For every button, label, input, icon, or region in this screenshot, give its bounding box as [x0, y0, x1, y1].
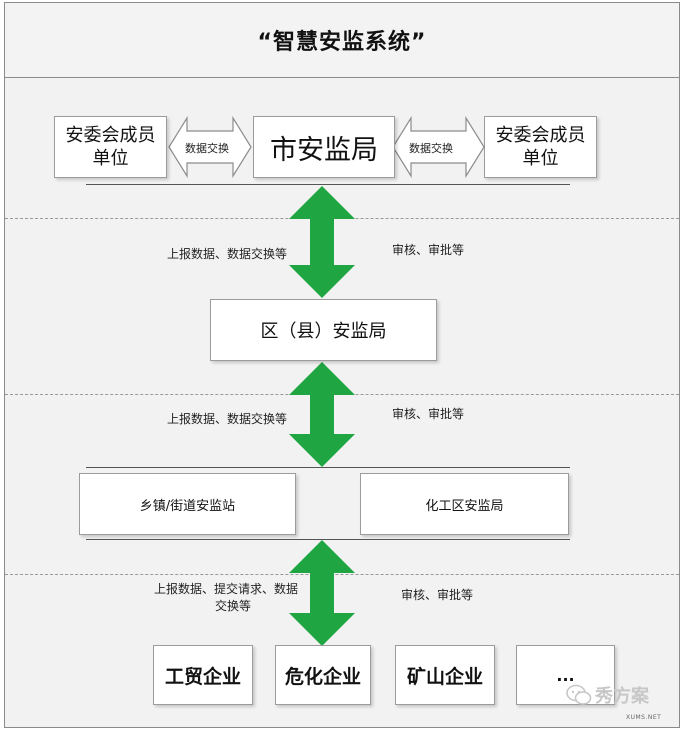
trade-enterprise-box: 工贸企业	[153, 645, 253, 705]
watermark-site: XUMS.NET	[626, 714, 662, 721]
flow2-downward-note: 审核、审批等	[392, 407, 465, 421]
diagram-title: “智慧安监系统”	[5, 3, 679, 78]
tier3-topline	[86, 467, 570, 468]
chemical-zone-bureau-box: 化工区安监局	[360, 473, 569, 535]
flow3-downward-note: 审核、审批等	[401, 588, 474, 602]
district-safety-bureau-box: 区（县）安监局	[210, 299, 437, 361]
flow1-downward-note: 审核、审批等	[392, 243, 465, 257]
trade-enterprise-label: 工贸企业	[164, 665, 241, 688]
township-station-label: 乡镇/街道安监站	[139, 498, 236, 514]
township-station-box: 乡镇/街道安监站	[79, 473, 296, 535]
more-enterprises-box: ...	[516, 645, 615, 705]
member-units-right-line1: 安委会成员	[495, 125, 586, 146]
member-units-left-box: 安委会成员 单位	[54, 116, 167, 178]
member-units-right-line2: 单位	[522, 148, 559, 169]
tier-divider-3	[5, 574, 679, 575]
chemical-zone-bureau-label: 化工区安监局	[425, 498, 504, 514]
district-safety-bureau-label: 区（县）安监局	[260, 321, 387, 342]
exchange-label-left: 数据交换	[185, 142, 229, 155]
wechat-icon	[566, 684, 592, 705]
mining-enterprise-label: 矿山企业	[406, 665, 483, 688]
member-units-right-box: 安委会成员 单位	[484, 116, 597, 178]
member-units-left-line1: 安委会成员	[65, 125, 156, 146]
green-arrow-1	[289, 186, 355, 298]
green-arrow-3	[289, 540, 355, 646]
flow3-upward-note-line2: 交换等	[215, 599, 252, 613]
flow2-upward-note: 上报数据、数据交换等	[167, 412, 288, 426]
watermark-text: 秀方案	[595, 686, 649, 707]
exchange-arrow-left	[168, 115, 252, 179]
member-units-left-line2: 单位	[92, 148, 129, 169]
more-enterprises-label: ...	[556, 665, 575, 685]
tier1-baseline	[86, 184, 570, 185]
hazardous-chem-enterprise-label: 危化企业	[284, 665, 361, 688]
exchange-label-right: 数据交换	[409, 142, 453, 155]
watermark: 秀方案	[566, 682, 649, 708]
hazardous-chem-enterprise-box: 危化企业	[275, 645, 371, 705]
flow1-upward-note: 上报数据、数据交换等	[167, 247, 288, 261]
green-arrow-2	[289, 362, 355, 467]
city-safety-bureau-label: 市安监局	[270, 134, 378, 166]
city-safety-bureau-box: 市安监局	[253, 116, 395, 178]
mining-enterprise-box: 矿山企业	[395, 645, 495, 705]
flow3-upward-note-line1: 上报数据、提交请求、数据	[154, 582, 299, 596]
tier3-baseline	[86, 539, 570, 540]
